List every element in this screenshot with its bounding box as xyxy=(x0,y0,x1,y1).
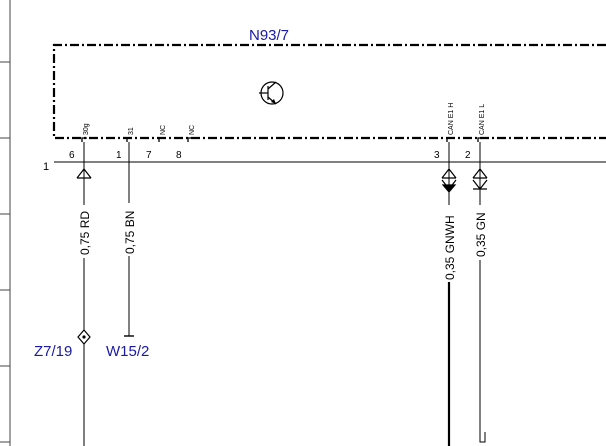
wire-pin1 xyxy=(124,142,134,337)
pin-label: 30g xyxy=(83,123,90,135)
pin-contacts xyxy=(81,137,483,142)
pin-label: NC xyxy=(160,125,167,135)
component-id: N93/7 xyxy=(249,27,289,44)
connector-id: W15/2 xyxy=(106,343,149,360)
bidirectional-arrow-icon xyxy=(441,168,457,193)
pin-number: 8 xyxy=(176,150,182,161)
wire-spec: 0,35 GN xyxy=(474,212,488,257)
wire-spec: 0,75 RD xyxy=(78,211,92,255)
page-frame-ticks xyxy=(0,61,10,443)
pin-label: CAN E1 H xyxy=(448,103,455,135)
pin-label: 31 xyxy=(128,127,135,135)
wire-pin2 xyxy=(472,142,488,443)
arrow-up-icon xyxy=(76,168,92,179)
wire-pin3 xyxy=(441,142,457,446)
splice-diamond-icon xyxy=(77,329,91,345)
pin-number: 6 xyxy=(69,150,75,161)
component-boundary xyxy=(52,43,606,140)
connector-id: Z7/19 xyxy=(34,343,72,360)
transistor-icon xyxy=(259,81,284,105)
bidirectional-arrow-icon xyxy=(472,168,488,190)
wire-spec: 0,75 BN xyxy=(123,211,137,254)
pin-label: NC xyxy=(189,125,196,135)
wire-spec: 0,35 GNWH xyxy=(443,215,457,280)
pin-number: 1 xyxy=(116,150,122,161)
pin-number: 3 xyxy=(434,150,440,161)
pin-number: 2 xyxy=(465,150,471,161)
connector-ref: 1 xyxy=(43,161,49,173)
pin-label: CAN E1 L xyxy=(479,104,486,135)
pin-number: 7 xyxy=(146,150,152,161)
wire-pin6 xyxy=(76,142,92,446)
